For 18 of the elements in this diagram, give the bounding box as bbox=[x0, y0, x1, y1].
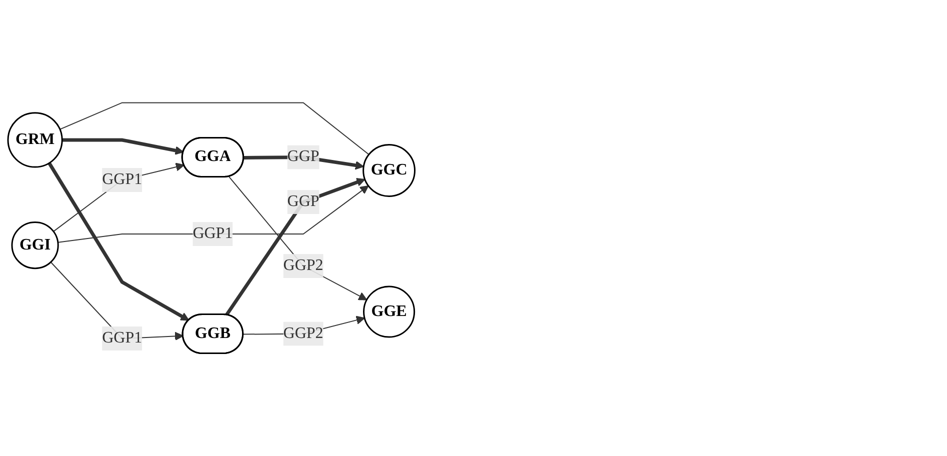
edge-label: GGP bbox=[287, 193, 320, 210]
edge-label: GGP1 bbox=[102, 330, 142, 347]
node-circle: GGE bbox=[363, 286, 416, 338]
edge-label: GGP bbox=[287, 148, 320, 166]
arrow bbox=[57, 185, 369, 243]
edge-label: GGP2 bbox=[283, 324, 324, 342]
connector bbox=[59, 102, 370, 156]
arrow bbox=[48, 162, 190, 321]
node-circle: GGC bbox=[362, 144, 416, 197]
arrow bbox=[62, 138, 184, 155]
node-circle: GRM bbox=[7, 112, 63, 168]
node-circle: GGI bbox=[11, 221, 59, 270]
edge-label: GGP2 bbox=[283, 257, 324, 274]
edge-label: GGP1 bbox=[102, 171, 142, 188]
edge-label: GGP1 bbox=[192, 225, 233, 242]
arrow bbox=[225, 178, 366, 316]
arrow bbox=[228, 176, 368, 300]
arrow bbox=[53, 162, 184, 232]
